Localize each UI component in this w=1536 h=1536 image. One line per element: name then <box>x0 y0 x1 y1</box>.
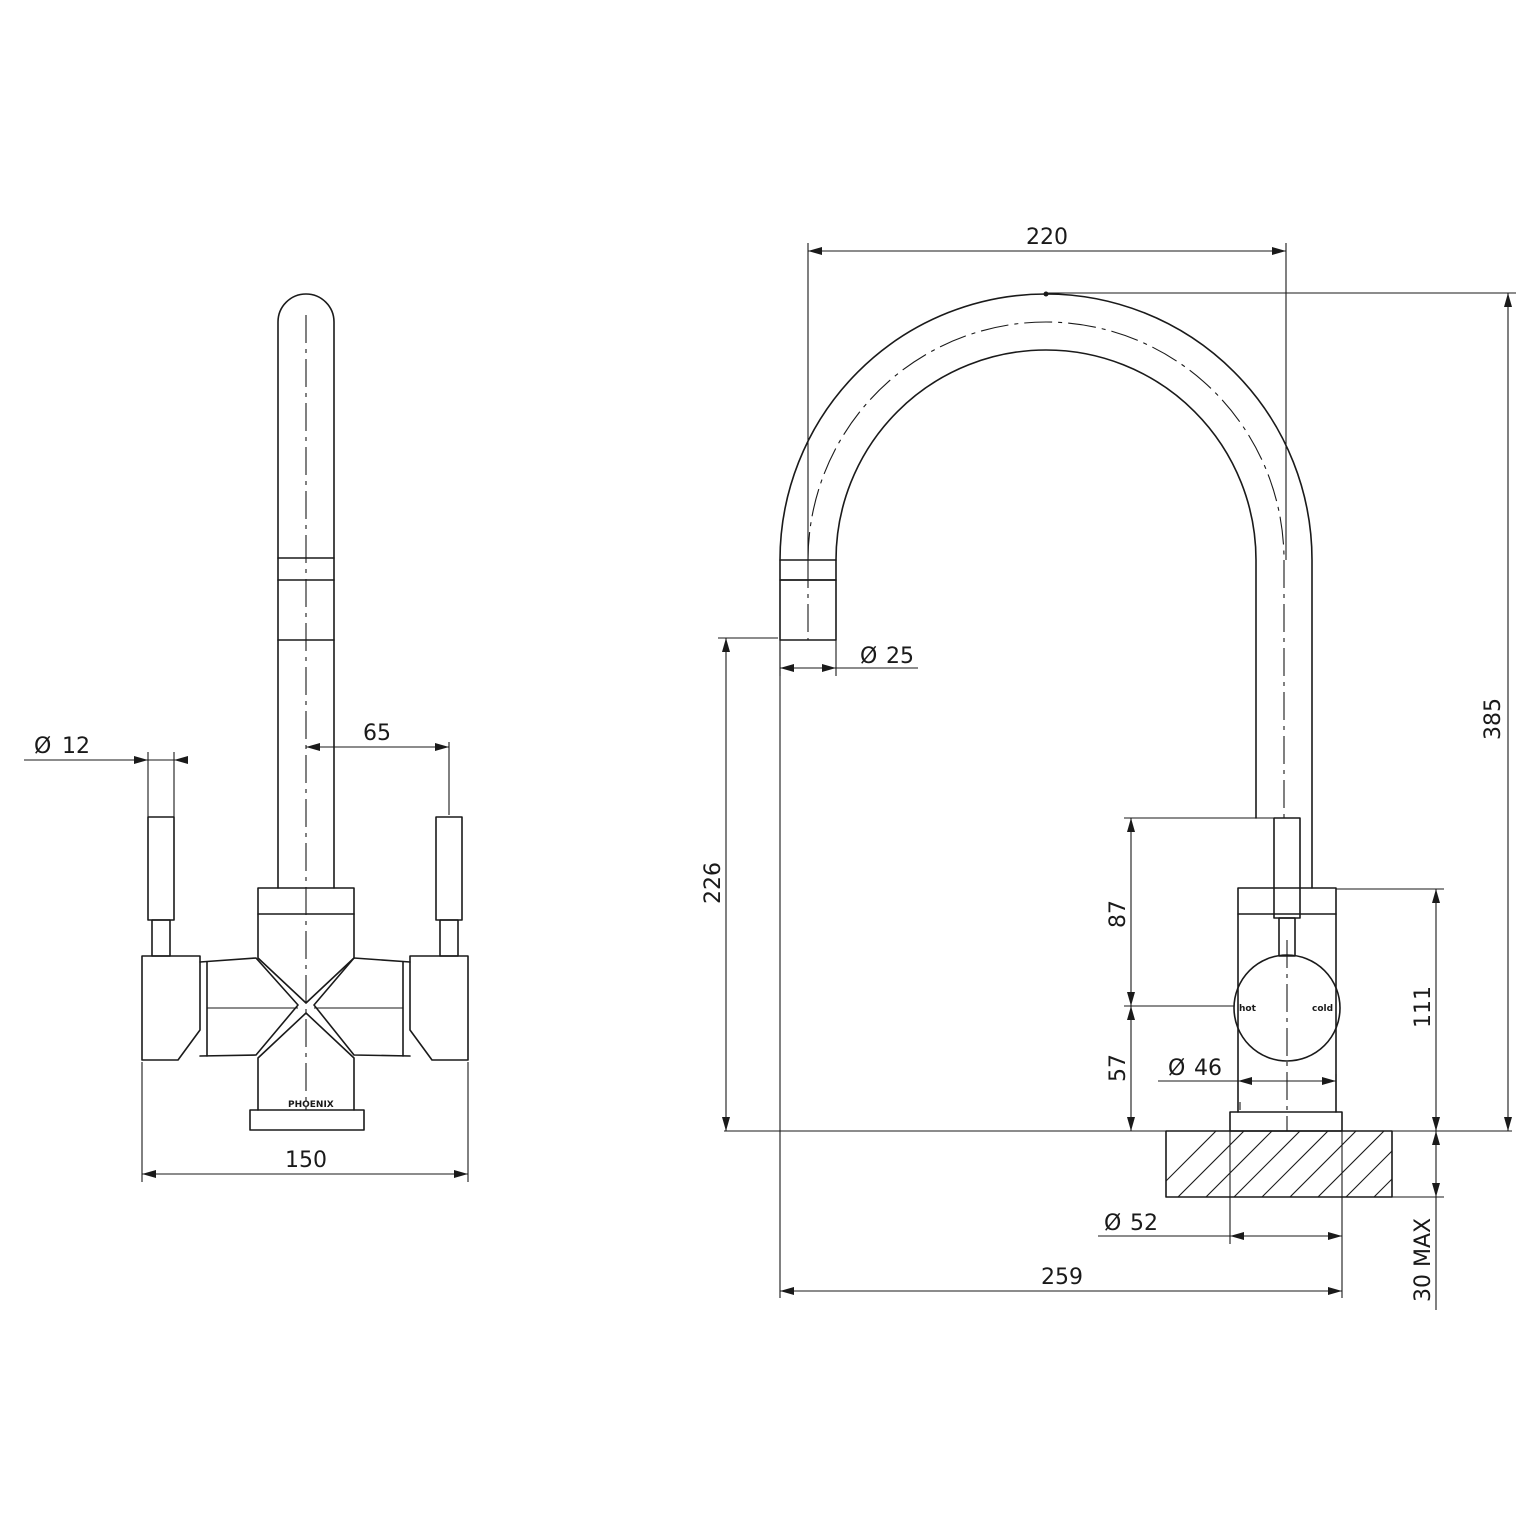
dim-259: 259 <box>779 640 1343 1298</box>
benchtop-section <box>1165 1130 1393 1198</box>
dim-385: 385 <box>1046 292 1516 1131</box>
dim-150: 150 <box>141 1062 469 1182</box>
side-view: hot cold <box>701 225 1516 1310</box>
hot-label: hot <box>1239 1004 1257 1014</box>
front-left-handle <box>141 816 299 1061</box>
dim-111: 111 <box>1336 888 1444 1131</box>
dim-220-label: 220 <box>1026 225 1068 250</box>
dim-52-label: 52 <box>1130 1211 1158 1236</box>
dim-87-label: 87 <box>1106 900 1131 928</box>
brand-label: PHOENIX <box>288 1100 334 1110</box>
side-spout <box>779 291 1313 889</box>
dim-46-label: 46 <box>1194 1056 1222 1081</box>
dim-30-max-label: 30 MAX <box>1411 1218 1436 1302</box>
dim-12-label: 12 <box>62 734 90 759</box>
dim-87-57: 87 57 <box>1106 817 1274 1131</box>
dim-111-label: 111 <box>1411 986 1436 1028</box>
dim-226: 226 <box>701 637 778 1131</box>
dim-dia-52: Ø 52 <box>1098 1131 1343 1244</box>
dim-dia-12: Ø 12 <box>24 734 188 817</box>
front-body: PHOENIX <box>249 887 365 1131</box>
dim-30-max: 30 MAX <box>1392 1131 1444 1310</box>
front-spout <box>277 293 335 1110</box>
front-right-handle <box>313 816 469 1061</box>
dim-220: 220 <box>807 225 1287 560</box>
cold-label: cold <box>1312 1004 1333 1014</box>
front-view: PHOENIX 150 <box>24 293 469 1182</box>
dim-25-label: 25 <box>886 644 914 669</box>
dim-259-label: 259 <box>1041 1265 1083 1290</box>
dim-dia-25: Ø 25 <box>779 640 918 676</box>
dim-385-label: 385 <box>1481 698 1506 740</box>
dim-dia-46: Ø 46 <box>1158 1056 1337 1090</box>
dia-symbol: Ø <box>1168 1056 1185 1081</box>
dia-symbol: Ø <box>860 644 877 669</box>
dim-226-label: 226 <box>701 862 726 904</box>
dim-150-label: 150 <box>285 1148 327 1173</box>
dim-57-label: 57 <box>1106 1054 1131 1082</box>
dia-symbol: Ø <box>34 734 51 759</box>
dia-symbol: Ø <box>1104 1211 1121 1236</box>
dim-65: 65 <box>306 721 450 815</box>
side-body: hot cold <box>1229 817 1343 1132</box>
dim-65-label: 65 <box>363 721 391 746</box>
